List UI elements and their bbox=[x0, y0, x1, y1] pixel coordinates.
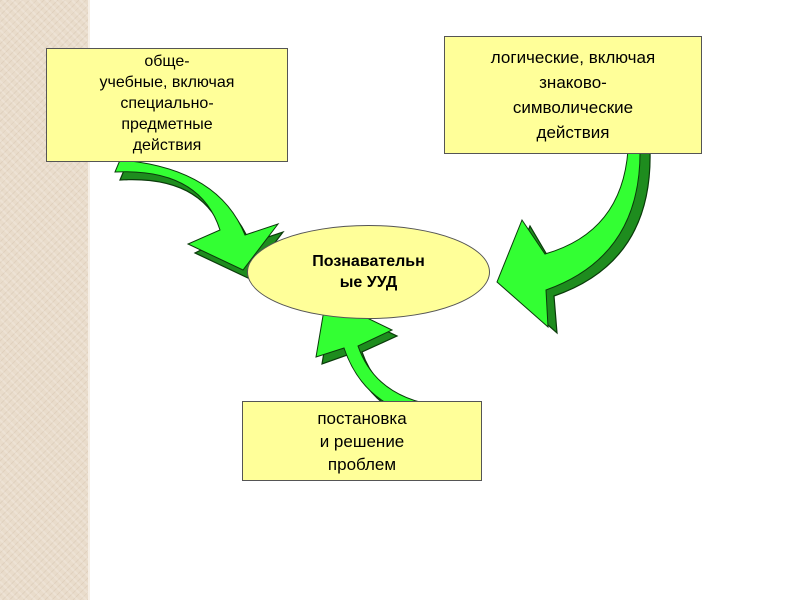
general-educational-actions-text: обще- учебные, включая специально- предм… bbox=[100, 51, 235, 156]
problem-solving-text: постановка и решение проблем bbox=[317, 407, 406, 476]
cognitive-uud-ellipse: Познавательн ые УУД bbox=[247, 225, 490, 319]
arrow-topright-to-center bbox=[497, 148, 650, 333]
logical-actions-text: логические, включая знаково- символическ… bbox=[491, 45, 655, 145]
general-educational-actions-box: обще- учебные, включая специально- предм… bbox=[46, 48, 288, 162]
cognitive-uud-text: Познавательн ые УУД bbox=[312, 251, 425, 293]
logical-actions-box: логические, включая знаково- символическ… bbox=[444, 36, 702, 154]
problem-solving-box: постановка и решение проблем bbox=[242, 401, 482, 481]
